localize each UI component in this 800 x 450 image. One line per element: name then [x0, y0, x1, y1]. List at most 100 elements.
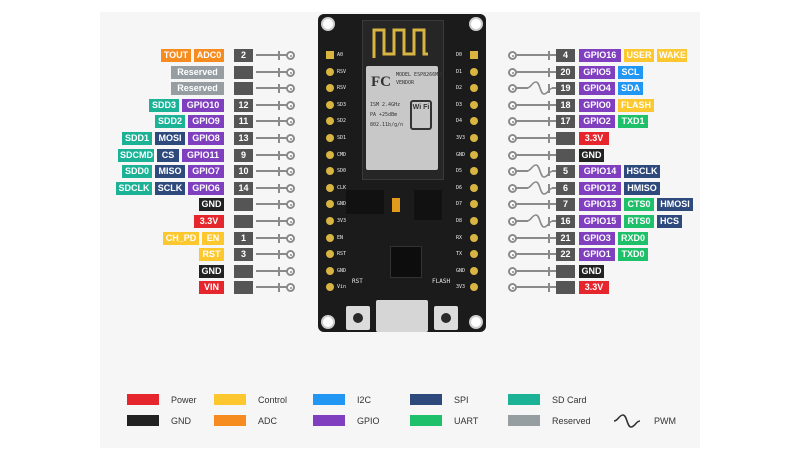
header-pin: [470, 217, 478, 225]
pin-number: 18: [556, 99, 575, 112]
module-spec-1: ISM 2.4GHz: [370, 102, 401, 108]
mounting-hole: [469, 17, 483, 31]
flash-button[interactable]: [434, 306, 458, 330]
pin-dot: [286, 250, 295, 259]
module-shield: FC MODEL ESP8266MOD VENDOR ISM 2.4GHz PA…: [366, 66, 444, 170]
pin-number: 20: [556, 66, 575, 79]
pin-connector-tick: [278, 250, 280, 259]
pin-dot: [286, 101, 295, 110]
pin-dot: [286, 184, 295, 193]
pin-connector-tick: [278, 134, 280, 143]
pin-number: 4: [556, 49, 575, 62]
fcc-logo-icon: FC: [371, 74, 391, 90]
pin-dot: [286, 234, 295, 243]
legend-label: Power: [171, 395, 197, 405]
pin-label: SDD1: [122, 132, 152, 145]
header-pin: [326, 217, 334, 225]
pin-number: 5: [556, 165, 575, 178]
pin-number: [234, 198, 253, 211]
pin-label: FLASH: [618, 99, 654, 112]
legend-label: UART: [454, 416, 479, 426]
pin-label: CTS0: [624, 198, 654, 211]
pin-label: HCS: [657, 215, 682, 228]
pin-connector-tick: [278, 167, 280, 176]
pin-silk-label: SD2: [337, 118, 347, 124]
header-pin: [470, 267, 478, 275]
pin-label: GPIO16: [579, 49, 621, 62]
pin-number: 10: [234, 165, 253, 178]
pin-connector-tick: [548, 51, 550, 60]
pin-label: GPIO10: [182, 99, 224, 112]
pin-connector-line: [256, 54, 290, 56]
pin-silk-label: SD0: [337, 168, 347, 174]
pin-connector-tick: [548, 68, 550, 77]
pin-silk-label: CMD: [337, 152, 347, 158]
pin-number: 2: [234, 49, 253, 62]
pwm-icon: [614, 414, 640, 428]
legend-swatch: [214, 415, 246, 426]
pin-connector-line: [516, 170, 528, 172]
pin-connector-line: [516, 87, 528, 89]
pin-connector-tick: [278, 184, 280, 193]
pin-silk-label: TX: [456, 251, 463, 257]
pin-connector-line: [516, 270, 558, 272]
pin-silk-label: SD3: [337, 102, 347, 108]
header-pin: [326, 117, 334, 125]
pin-connector-line: [256, 120, 290, 122]
pin-label: GPIO7: [188, 165, 224, 178]
pin-connector-line: [516, 120, 558, 122]
legend-swatch: [410, 415, 442, 426]
pin-label: 3.3V: [194, 215, 224, 228]
micro-usb-port[interactable]: [376, 300, 428, 332]
pin-label: TXD0: [618, 248, 648, 261]
pin-label: Reserved: [171, 82, 224, 95]
pin-connector-line: [516, 253, 558, 255]
pin-silk-label: EN: [337, 235, 344, 241]
mounting-hole: [321, 315, 335, 329]
pin-connector-tick: [278, 84, 280, 93]
pin-number: 9: [234, 149, 253, 162]
pin-number: [556, 265, 575, 278]
usb-serial-chip: [390, 246, 422, 278]
pin-connector-tick: [548, 117, 550, 126]
pin-connector-tick: [548, 151, 550, 160]
pin-dot: [286, 84, 295, 93]
pin-connector-tick: [278, 217, 280, 226]
pin-silk-label: D2: [456, 85, 463, 91]
pin-number: 21: [556, 232, 575, 245]
pin-number: 13: [234, 132, 253, 145]
pin-number: 19: [556, 82, 575, 95]
pin-number: [234, 281, 253, 294]
pin-connector-tick: [278, 267, 280, 276]
pin-connector-tick: [548, 234, 550, 243]
pin-label: SDCMD: [118, 149, 154, 162]
pin-dot: [286, 134, 295, 143]
legend-label: SD Card: [552, 395, 587, 405]
header-pin: [326, 267, 334, 275]
pin-connector-line: [256, 286, 290, 288]
pin-connector-line: [552, 187, 558, 189]
pin-silk-label: SD1: [337, 135, 347, 141]
legend-label: GPIO: [357, 416, 380, 426]
pin-connector-tick: [278, 117, 280, 126]
pin-dot: [286, 283, 295, 292]
pin-label: CS: [157, 149, 179, 162]
pin-label: ADC0: [194, 49, 224, 62]
pin-label: CH_PD: [163, 232, 199, 245]
pin-number: [556, 281, 575, 294]
header-pin: [326, 250, 334, 258]
pin-label: SDCLK: [116, 182, 152, 195]
pin-connector-line: [552, 220, 558, 222]
pin-silk-label: GND: [337, 268, 347, 274]
pin-label: GPIO6: [188, 182, 224, 195]
pin-silk-label: Vin: [337, 284, 347, 290]
pin-connector-tick: [278, 200, 280, 209]
pin-label: GND: [199, 265, 224, 278]
header-pin: [470, 68, 478, 76]
pin-label: EN: [202, 232, 224, 245]
rst-button[interactable]: [346, 306, 370, 330]
header-pin: [470, 234, 478, 242]
pin-connector-line: [256, 253, 290, 255]
pin-number: [556, 149, 575, 162]
pin-connector-line: [552, 170, 558, 172]
